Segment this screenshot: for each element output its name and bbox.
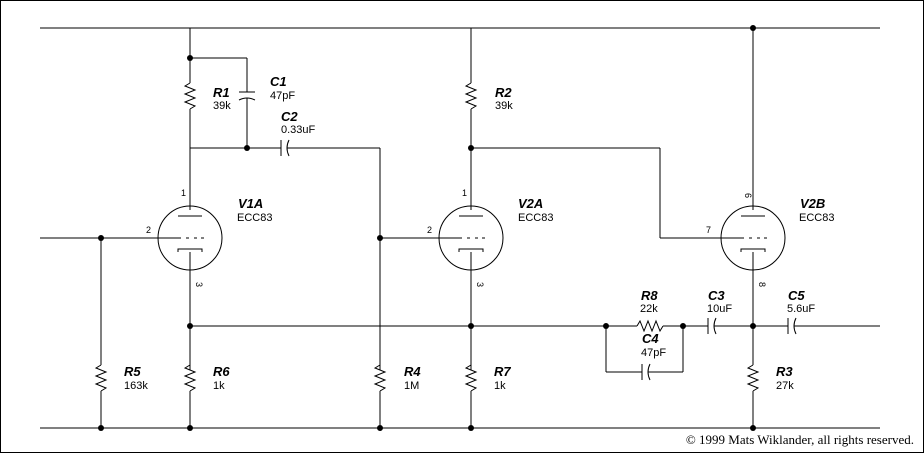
- r4-resistor: [373, 364, 387, 392]
- v2a-cathode-pin: 3: [475, 282, 485, 287]
- r8-ref-label: R8: [641, 288, 658, 303]
- r6-value-label: 1k: [213, 380, 225, 392]
- r2-value-label: 39k: [495, 100, 513, 112]
- v2b-grid-pin: 7: [706, 225, 711, 235]
- r3-value-label: 27k: [776, 380, 794, 392]
- v2b-ref-label: V2B: [800, 196, 825, 211]
- v2a-grid-pin: 2: [427, 225, 432, 235]
- r6-ref-label: R6: [213, 364, 230, 379]
- copyright-notice: © 1999 Mats Wiklander, all rights reserv…: [686, 432, 914, 447]
- r1-value-label: 39k: [213, 100, 231, 112]
- c4-value-label: 47pF: [641, 347, 666, 359]
- r7-ref-label: R7: [494, 364, 511, 379]
- r7-value-label: 1k: [494, 380, 506, 392]
- v2b-plate-pin: 6: [743, 193, 753, 198]
- c5-value-label: 5.6uF: [787, 303, 815, 315]
- r1-ref-label: R1: [213, 85, 230, 100]
- r2-ref-label: R2: [495, 85, 512, 100]
- v2b-cathode-pin: 8: [757, 282, 767, 287]
- c3-ref-label: C3: [708, 288, 725, 303]
- r3-cathode: [746, 364, 760, 431]
- input-grid-wiring: [40, 235, 163, 431]
- r8-c4-feedback: [603, 319, 708, 381]
- v1a-cathode-pin: 3: [194, 282, 204, 287]
- v1a-tube: [157, 205, 223, 370]
- r7-resistor: [464, 364, 478, 392]
- v2a-ref-label: V2A: [518, 196, 543, 211]
- r6-cathode: [183, 364, 197, 431]
- r2-plate-load: [464, 28, 724, 239]
- c3-coupling: [707, 317, 753, 335]
- r3-resistor: [746, 364, 760, 392]
- c1-value-label: 47pF: [270, 90, 295, 102]
- r5-value-label: 163k: [124, 380, 148, 392]
- c5-output: [753, 317, 880, 335]
- r1-resistor: [183, 82, 197, 110]
- v2b-value-label: ECC83: [799, 212, 834, 224]
- c2-coupling: [190, 139, 381, 370]
- c1-ref-label: C1: [270, 74, 287, 89]
- r6-resistor: [183, 364, 197, 392]
- c4-ref-label: C4: [642, 331, 659, 346]
- r1-c1-network: [183, 28, 256, 210]
- v1a-grid-pin: 2: [146, 225, 151, 235]
- v1a-plate-pin: 1: [181, 188, 186, 198]
- v2a-value-label: ECC83: [518, 212, 553, 224]
- r4-grid-leak: [373, 235, 444, 431]
- r8-resistor: [636, 319, 664, 333]
- r5-resistor: [94, 364, 108, 392]
- v2b-tube: [720, 25, 786, 365]
- v1a-ref-label: V1A: [238, 196, 263, 211]
- v1a-value-label: ECC83: [237, 212, 272, 224]
- c2-ref-label: C2: [281, 109, 298, 124]
- r4-value-label: 1M: [404, 380, 419, 392]
- c2-value-label: 0.33uF: [281, 124, 316, 136]
- r2-resistor: [464, 82, 478, 110]
- c5-ref-label: C5: [788, 288, 805, 303]
- c3-value-label: 10uF: [707, 303, 732, 315]
- v2a-tube: [438, 205, 504, 370]
- r7-cathode: [464, 364, 478, 431]
- v2a-plate-pin: 1: [462, 188, 467, 198]
- r3-ref-label: R3: [776, 364, 793, 379]
- cathode-bus: [187, 323, 610, 329]
- r8-value-label: 22k: [640, 303, 658, 315]
- r5-ref-label: R5: [124, 364, 141, 379]
- r4-ref-label: R4: [404, 364, 421, 379]
